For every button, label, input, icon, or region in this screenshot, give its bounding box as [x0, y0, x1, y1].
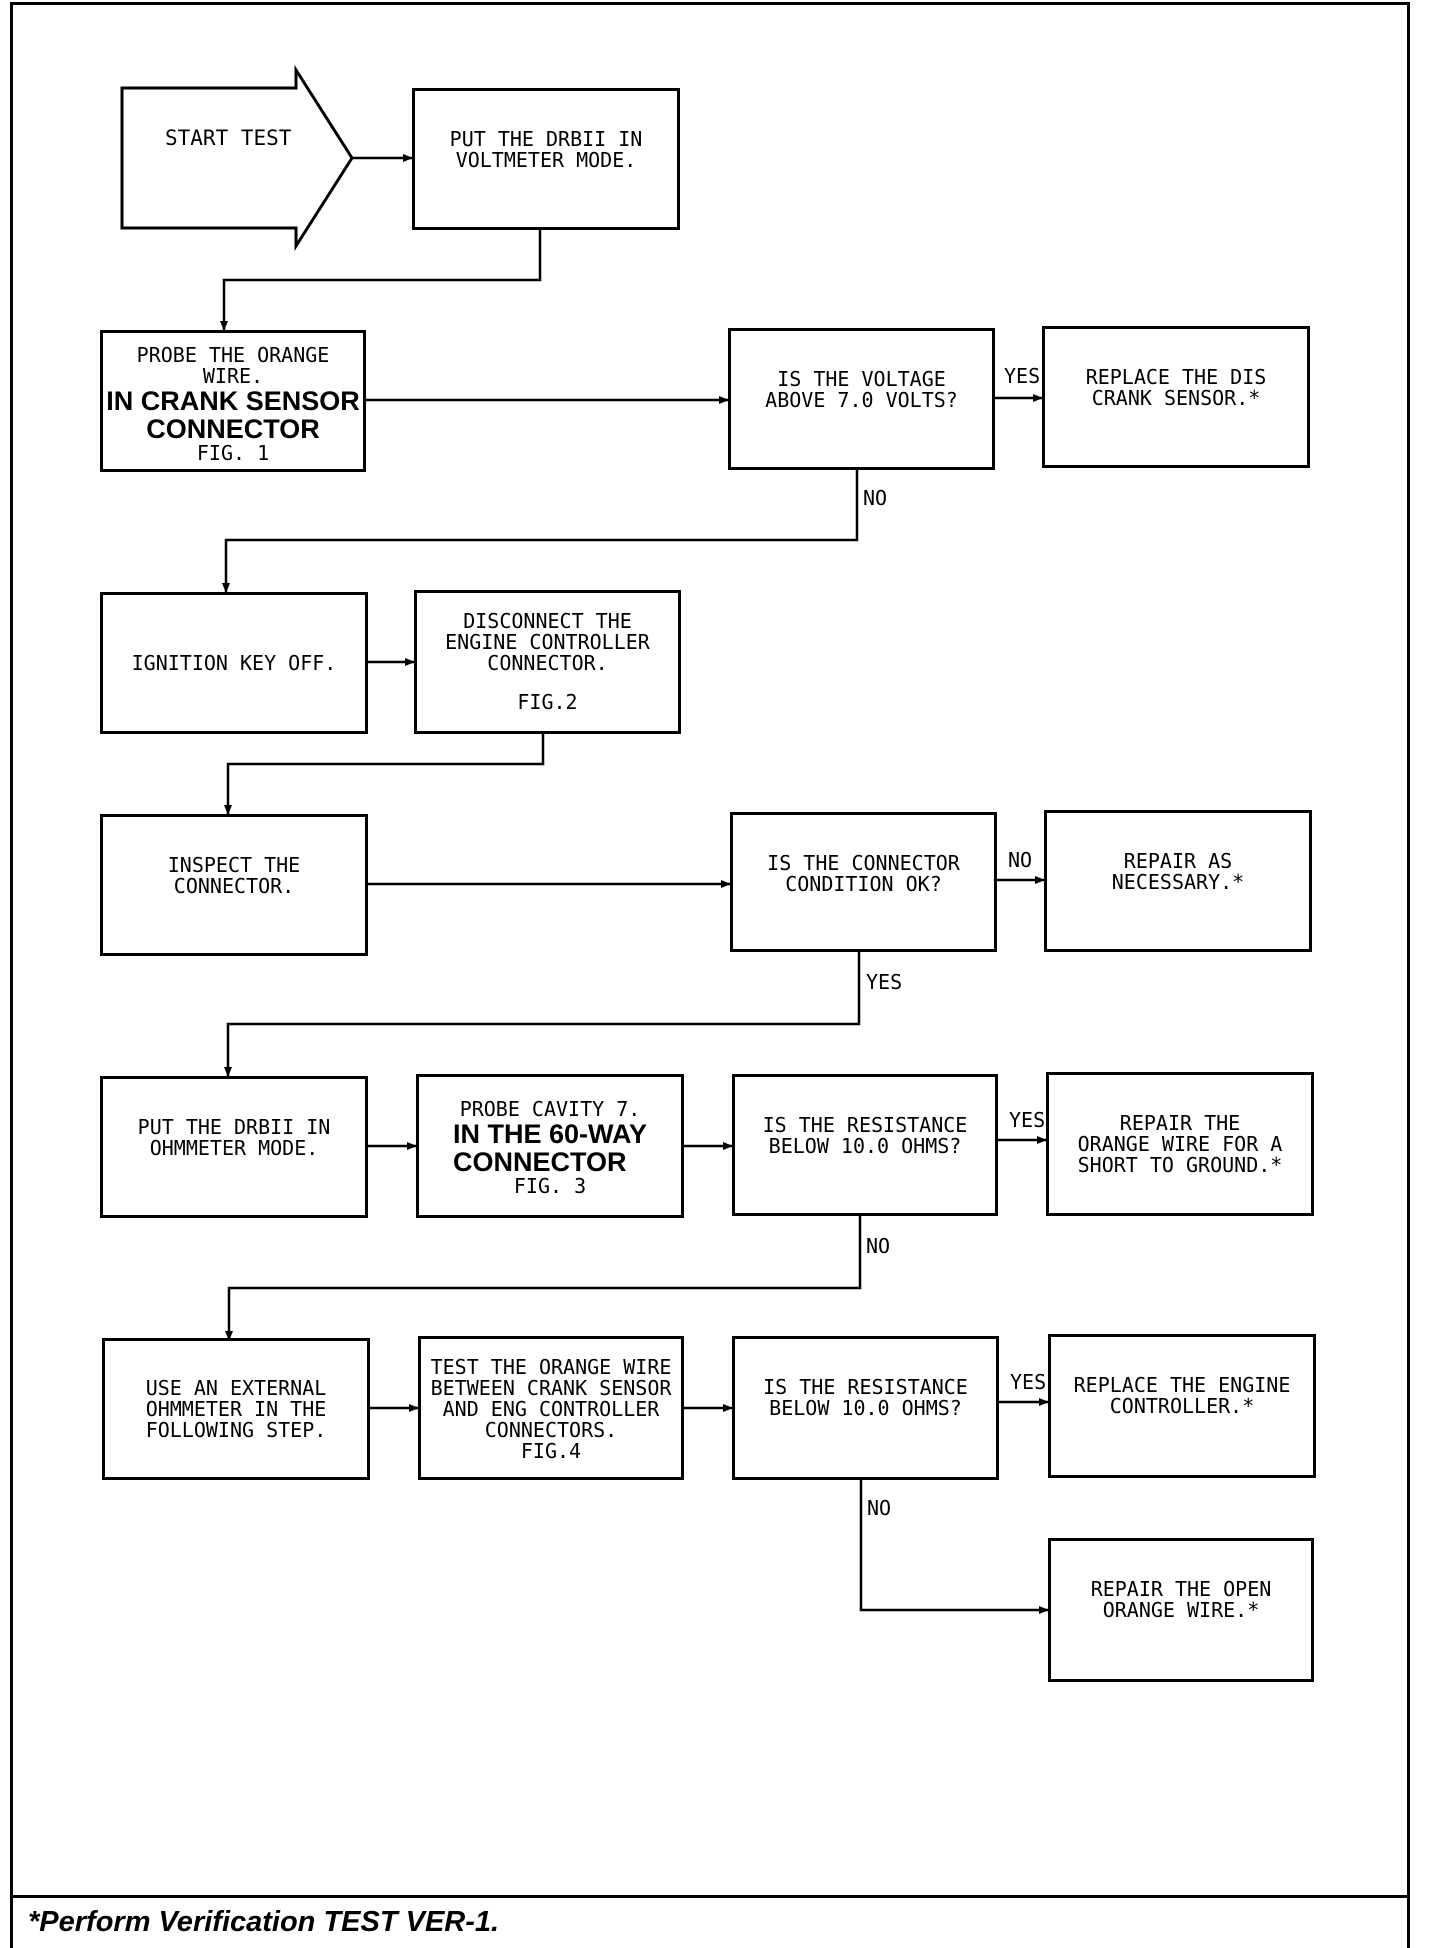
footer-note: *Perform Verification TEST VER-1. [28, 1906, 500, 1938]
box-voltmeter-mode-text: PUT THE DRBII IN VOLTMETER MODE. [449, 127, 643, 172]
inspect-text: INSPECT THE CONNECTOR. [167, 853, 301, 898]
box-test-orange-wire: TEST THE ORANGE WIRE BETWEEN CRANK SENSO… [418, 1336, 684, 1480]
box-voltage-question: IS THE VOLTAGE ABOVE 7.0 VOLTS? [728, 328, 995, 470]
repair-short-text: REPAIR THE ORANGE WIRE FOR A SHORT TO GR… [1077, 1111, 1283, 1177]
voltage-question-text: IS THE VOLTAGE ABOVE 7.0 VOLTS? [765, 367, 958, 412]
replace-dis-text: REPLACE THE DIS CRANK SENSOR.* [1085, 365, 1267, 410]
test-orange-fig: FIG.4 [520, 1439, 582, 1463]
external-text: USE AN EXTERNAL OHMMETER IN THE FOLLOWIN… [145, 1375, 327, 1442]
arrow-resistance1-to-external [225, 1216, 862, 1341]
disconnect-text: DISCONNECT THE ENGINE CONTROLLER CONNECT… [445, 609, 650, 675]
page-frame [10, 2, 1410, 1948]
disconnect-fig: FIG.2 [517, 690, 578, 714]
branch-no-3: NO [866, 1234, 891, 1258]
test-orange-text: TEST THE ORANGE WIRE BETWEEN CRANK SENSO… [430, 1355, 672, 1442]
ohmmeter-text: PUT THE DRBII IN OHMMETER MODE. [137, 1115, 331, 1160]
branch-yes-4: YES [1010, 1370, 1047, 1394]
box-probe-cavity-7: PROBE CAVITY 7. IN THE 60-WAY CONNECTOR … [416, 1074, 684, 1218]
box-repair-open-wire: REPAIR THE OPEN ORANGE WIRE.* [1048, 1538, 1314, 1682]
branch-no-4: NO [867, 1496, 892, 1520]
footer-divider [10, 1895, 1410, 1898]
box-inspect-connector: INSPECT THE CONNECTOR. [100, 814, 368, 956]
box-resistance-question-1: IS THE RESISTANCE BELOW 10.0 OHMS? [732, 1074, 998, 1216]
box-voltmeter-mode: PUT THE DRBII IN VOLTMETER MODE. [412, 88, 680, 230]
replace-controller-text: REPLACE THE ENGINE CONTROLLER.* [1073, 1373, 1291, 1418]
box-connector-condition-question: IS THE CONNECTOR CONDITION OK? [730, 812, 997, 952]
box-replace-engine-controller: REPLACE THE ENGINE CONTROLLER.* [1048, 1334, 1316, 1478]
arrow-voltage-to-ignition [222, 470, 859, 593]
arrow-resistance2-to-repair-open [859, 1480, 1049, 1614]
box-probe-orange-wire: PROBE THE ORANGE WIRE. IN CRANK SENSOR C… [100, 330, 366, 472]
box-repair-as-necessary: REPAIR AS NECESSARY.* [1044, 810, 1312, 952]
branch-yes-2: YES [866, 970, 903, 994]
ignition-off-text: IGNITION KEY OFF. [131, 650, 337, 675]
box-external-ohmmeter: USE AN EXTERNAL OHMMETER IN THE FOLLOWIN… [102, 1338, 370, 1480]
probe-cavity-bold: IN THE 60-WAY CONNECTOR [452, 1119, 648, 1177]
box-replace-dis-sensor: REPLACE THE DIS CRANK SENSOR.* [1042, 326, 1310, 468]
arrow-condition-to-ohmmeter [224, 952, 861, 1077]
start-test-label: START TEST [165, 126, 292, 150]
resistance-question-2-text: IS THE RESISTANCE BELOW 10.0 OHMS? [763, 1375, 968, 1420]
arrow-voltmeter-to-probe [220, 230, 542, 331]
branch-no-1: NO [863, 486, 888, 510]
condition-question-text: IS THE CONNECTOR CONDITION OK? [767, 851, 960, 896]
probe-orange-fig: FIG. 1 [196, 440, 270, 465]
branch-yes-1: YES [1004, 364, 1041, 388]
branch-yes-3: YES [1009, 1108, 1046, 1132]
start-arrow-shape [120, 64, 354, 252]
repair-open-text: REPAIR THE OPEN ORANGE WIRE.* [1090, 1577, 1272, 1622]
probe-orange-bold: IN CRANK SENSOR CONNECTOR [106, 385, 360, 444]
resistance-question-1-text: IS THE RESISTANCE BELOW 10.0 OHMS? [762, 1113, 968, 1158]
arrow-disconnect-to-inspect [224, 734, 545, 815]
box-disconnect-controller: DISCONNECT THE ENGINE CONTROLLER CONNECT… [414, 590, 681, 734]
box-ignition-key-off: IGNITION KEY OFF. [100, 592, 368, 734]
box-ohmmeter-mode: PUT THE DRBII IN OHMMETER MODE. [100, 1076, 368, 1218]
branch-no-2: NO [1008, 848, 1033, 872]
probe-cavity-text: PROBE CAVITY 7. [459, 1097, 641, 1121]
box-resistance-question-2: IS THE RESISTANCE BELOW 10.0 OHMS? [732, 1336, 999, 1480]
box-repair-short-to-ground: REPAIR THE ORANGE WIRE FOR A SHORT TO GR… [1046, 1072, 1314, 1216]
repair-necessary-text: REPAIR AS NECESSARY.* [1111, 849, 1245, 894]
probe-cavity-fig: FIG. 3 [513, 1174, 587, 1198]
probe-orange-text: PROBE THE ORANGE WIRE. [136, 342, 330, 388]
